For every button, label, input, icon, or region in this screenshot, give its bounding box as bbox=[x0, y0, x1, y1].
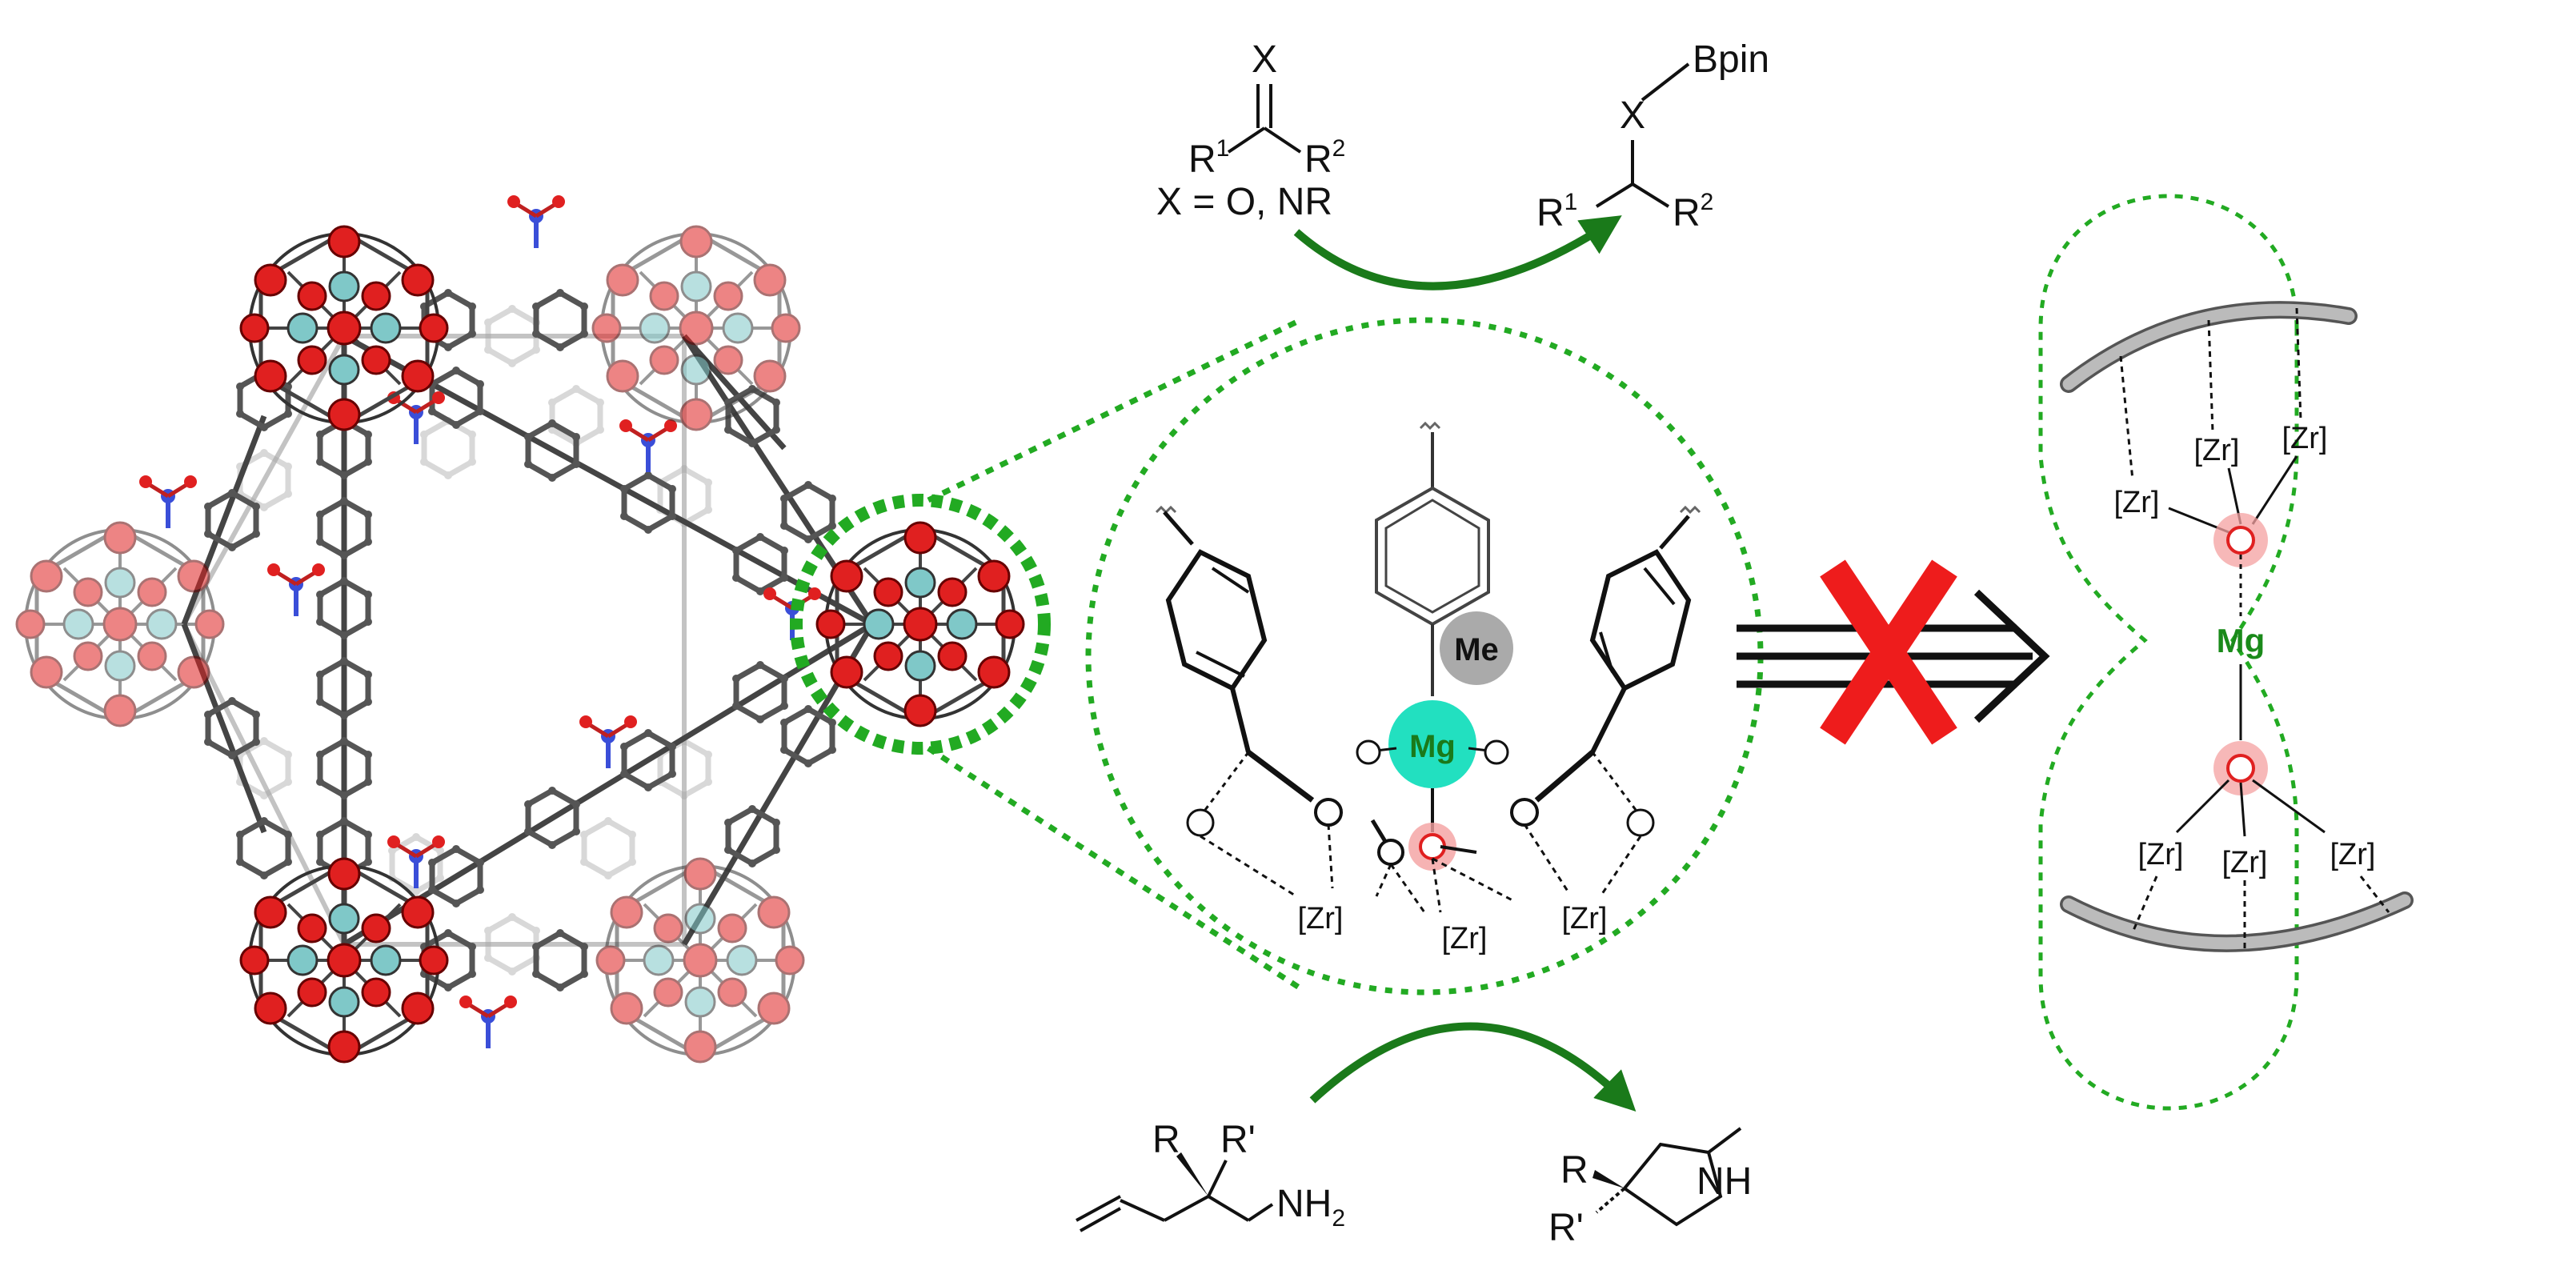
bridged-mg-site: [Zr] [Zr] [Zr] Mg [Zr] [Zr] [Zr] bbox=[2038, 194, 2414, 1111]
top-reaction-arrow bbox=[1293, 215, 1622, 290]
mg-site: Me Mg bbox=[1356, 611, 1513, 871]
bridge-zr-top-left: [Zr] bbox=[2114, 486, 2160, 519]
reactant-x: X bbox=[1252, 38, 1277, 81]
magnesium-label: Mg bbox=[1409, 729, 1456, 764]
top-zr-node-bonds bbox=[2119, 307, 2302, 481]
bridge-mg-label: Mg bbox=[2217, 622, 2266, 659]
product-x: X bbox=[1620, 94, 1645, 137]
methyl-sphere bbox=[1440, 611, 1513, 685]
product-bond-r1 bbox=[1595, 182, 1634, 208]
amine-rprime: R' bbox=[1220, 1119, 1256, 1161]
zoom-lines bbox=[927, 317, 1302, 991]
bridge-zr-top-right: [Zr] bbox=[2282, 422, 2328, 455]
product-r2: R2 bbox=[1673, 189, 1713, 234]
active-zr-right: [Zr] bbox=[1562, 902, 1608, 935]
methyl-label: Me bbox=[1454, 632, 1499, 667]
active-zr-middle: [Zr] bbox=[1442, 922, 1488, 956]
mof-framework bbox=[17, 195, 1051, 1062]
middle-aryl bbox=[1375, 421, 1490, 696]
aminoalkene: R R' NH2 bbox=[1076, 1119, 1345, 1232]
right-benzoate bbox=[1510, 505, 1701, 837]
reactant-bond-r2 bbox=[1263, 126, 1302, 154]
active-site-zoom: Me Mg [Zr] [Zr] [Zr] bbox=[1085, 317, 1764, 996]
product-r1: R1 bbox=[1536, 189, 1577, 234]
mof-back-linkers bbox=[182, 305, 712, 976]
bridge-zr-bottom-middle: [Zr] bbox=[2222, 846, 2268, 879]
top-reaction: X R1 R2 X = O, NR Bpin X R1 R2 bbox=[1156, 38, 1769, 290]
bridge-zr-top-middle: [Zr] bbox=[2194, 434, 2240, 467]
magnesium-sphere bbox=[1388, 700, 1476, 788]
x-definition: X = O, NR bbox=[1156, 181, 1332, 223]
left-benzoate bbox=[1155, 505, 1343, 837]
product-bond-r2 bbox=[1631, 182, 1670, 208]
active-zr-left: [Zr] bbox=[1298, 902, 1344, 935]
forbidden-arrow bbox=[1737, 559, 2050, 745]
red-cross bbox=[1820, 559, 1957, 745]
peanut-outline bbox=[2038, 194, 2299, 1111]
active-site-circle bbox=[1085, 317, 1764, 996]
zr6-clusters bbox=[17, 226, 1024, 1062]
zr-bonds bbox=[1200, 823, 1642, 913]
amine-nh2: NH2 bbox=[1276, 1183, 1345, 1232]
bridge-zr-bottom-right: [Zr] bbox=[2330, 838, 2376, 871]
bridge-zr-bottom-left: [Zr] bbox=[2138, 838, 2184, 871]
bottom-reaction-arrow bbox=[1309, 1022, 1637, 1112]
reactant-bond-r1 bbox=[1227, 126, 1266, 154]
product-bpin: Bpin bbox=[1693, 38, 1769, 81]
pyrrolidine-rprime: R' bbox=[1548, 1207, 1584, 1249]
pyrrolidine-nh: NH bbox=[1697, 1160, 1752, 1203]
pyrrolidine-r: R bbox=[1560, 1149, 1588, 1192]
bottom-reaction: R R' NH2 R R' NH bbox=[1076, 1022, 1752, 1249]
product-bond-bpin bbox=[1641, 62, 1690, 102]
bottom-zr-node-bonds bbox=[2131, 875, 2390, 948]
amine-r: R bbox=[1152, 1119, 1180, 1161]
highlighted-node-ring bbox=[790, 494, 1051, 755]
reactant-r2: R2 bbox=[1304, 135, 1345, 181]
pyrrolidine: R R' NH bbox=[1548, 1127, 1752, 1249]
reactant-r1: R1 bbox=[1188, 135, 1229, 181]
